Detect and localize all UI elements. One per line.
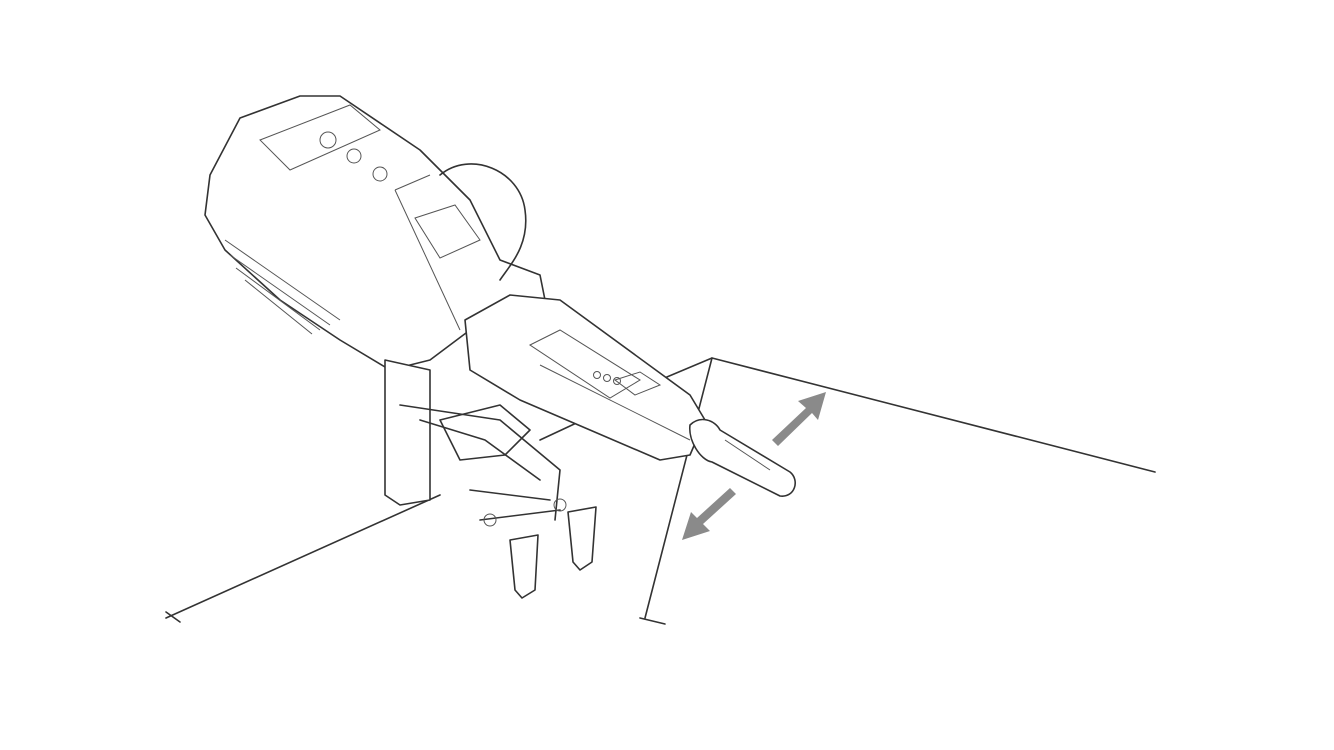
transom-clamps — [509, 506, 597, 599]
motor-cowling — [204, 95, 546, 371]
arrow-backward — [682, 488, 736, 540]
tiller-arm — [464, 294, 796, 497]
boat-transom — [165, 357, 1156, 625]
arrow-forward — [772, 392, 826, 446]
double-arrow-icon — [682, 392, 826, 540]
motor-shaft-bracket — [384, 359, 567, 527]
